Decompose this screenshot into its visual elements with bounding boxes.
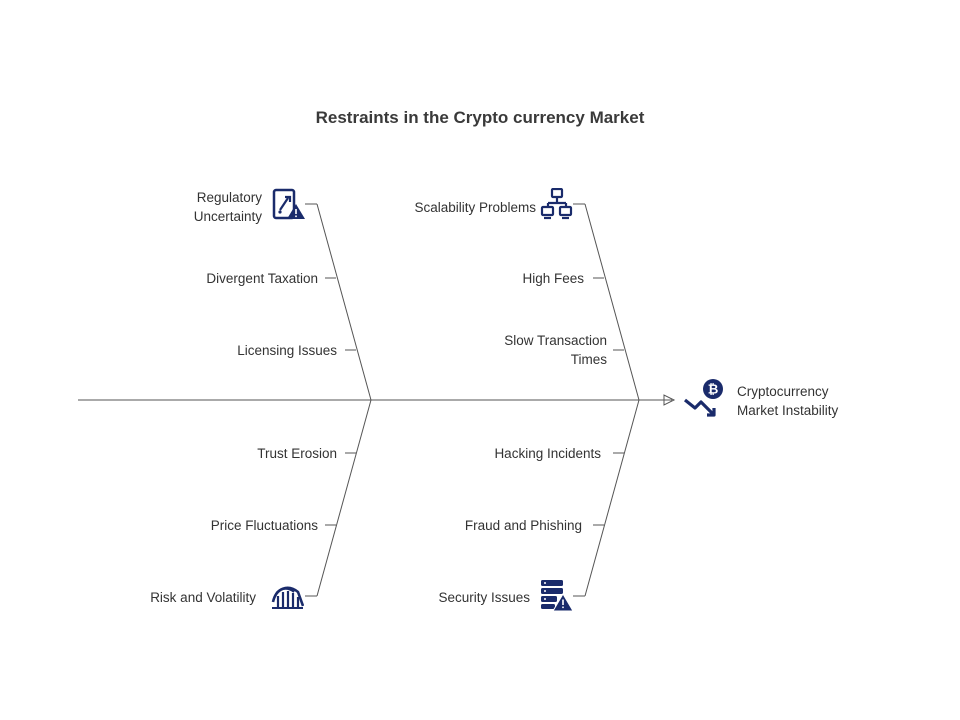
cause-price-fluctuations: Price Fluctuations: [210, 518, 318, 533]
cause-trust-erosion: Trust Erosion: [257, 446, 337, 461]
effect-line: Market Instability: [737, 403, 839, 418]
cause-fraud-and-phishing: Fraud and Phishing: [464, 518, 582, 533]
bone-bottom-right: [584, 399, 640, 597]
rollercoaster-icon: [271, 586, 304, 609]
cause-licensing-issues: Licensing Issues: [237, 343, 337, 358]
network-nodes-icon: [540, 188, 573, 220]
effect-label: Cryptocurrency Market Instability: [737, 382, 838, 420]
cause-line: Uncertainty: [193, 209, 262, 224]
bone-bottom-left: [316, 399, 372, 597]
cause-line: Slow Transaction: [504, 333, 607, 348]
bone-top-left: [316, 203, 372, 401]
server-warning-icon: [541, 580, 574, 612]
cause-slow-transaction-times: Slow Transaction Times: [504, 331, 607, 369]
cause-hacking-incidents: Hacking Incidents: [494, 446, 601, 461]
cause-regulatory-uncertainty: Regulatory Uncertainty: [194, 188, 262, 226]
cause-risk-and-volatility: Risk and Volatility: [150, 590, 256, 605]
bitcoin-decline-icon: ₿: [684, 379, 723, 417]
spine-arrowhead: [663, 394, 676, 406]
cause-line: Regulatory: [196, 190, 262, 205]
cause-high-fees: High Fees: [522, 271, 584, 286]
effect-line: Cryptocurrency: [737, 384, 829, 399]
svg-text:₿: ₿: [708, 383, 719, 398]
cause-divergent-taxation: Divergent Taxation: [206, 271, 318, 286]
cause-scalability-problems: Scalability Problems: [414, 200, 536, 215]
diagram-title: Restraints in the Crypto currency Market: [315, 108, 645, 127]
regulation-warning-icon: [272, 188, 305, 220]
bone-top-right: [584, 203, 640, 401]
cause-security-issues: Security Issues: [438, 590, 530, 605]
cause-line: Times: [570, 352, 607, 367]
